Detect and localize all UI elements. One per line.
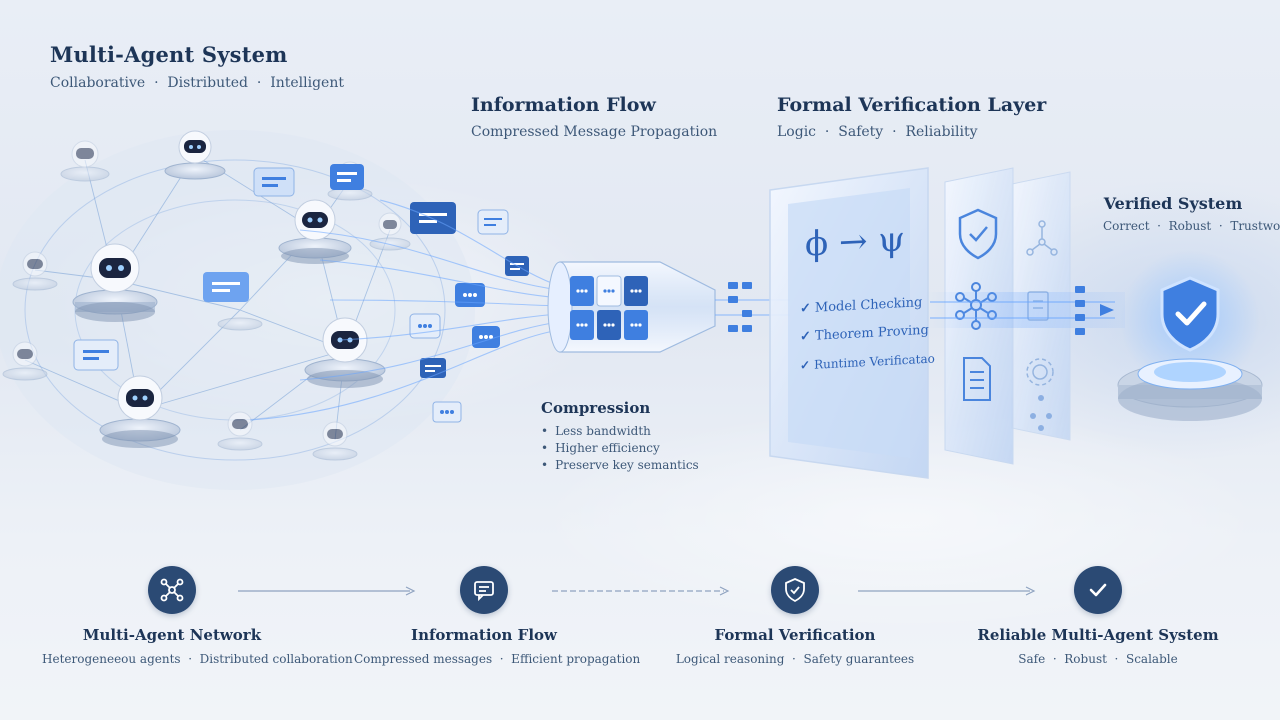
pipeline-step-reliable-system: Reliable Multi-Agent System Safe · Robus… [968, 566, 1228, 666]
robot-agent [312, 421, 358, 461]
pipeline-step-network: Multi-Agent Network Heterogeneeou agents… [42, 566, 353, 666]
robot-agent [72, 243, 158, 322]
gear-icon [1026, 358, 1054, 386]
agent-robots [2, 130, 411, 461]
panel-icons [955, 208, 1058, 401]
check-label: Theorem Proving [814, 322, 929, 344]
robot-agent [2, 341, 48, 381]
message-streams [249, 199, 561, 421]
network-icon [148, 566, 196, 614]
information-flow-heading: Information Flow Compressed Message Prop… [471, 94, 717, 140]
robot-agent [217, 411, 263, 451]
verified-system-heading: Verified System Correct · Robust · Trust… [1103, 194, 1280, 233]
document-icon [963, 357, 991, 401]
list-item: Preserve key semantics [541, 457, 699, 474]
compression-list: Less bandwidth Higher efficiency Preserv… [541, 423, 699, 474]
compression-title: Compression [541, 399, 651, 417]
multi-agent-system-heading: Multi-Agent System Collaborative · Distr… [50, 42, 344, 91]
logic-formula: ϕ → ψ [805, 219, 905, 265]
pipeline-arrow [238, 586, 418, 596]
section-title: Multi-Agent System [50, 42, 288, 67]
shield-check-icon [1160, 276, 1220, 352]
step-label: Formal Verification [714, 626, 876, 644]
compressor-tube [547, 261, 716, 353]
step-label: Multi-Agent Network [82, 626, 262, 644]
pipeline-step-information-flow: Information Flow Compressed messages · E… [354, 566, 641, 666]
pipeline-step-formal-verification: Formal Verification Logical reasoning · … [665, 566, 925, 666]
step-description: Safe · Robust · Scalable [1018, 652, 1178, 666]
robot-agent [217, 317, 263, 331]
verified-system-pedestal [1117, 250, 1263, 421]
section-subtitle: Compressed Message Propagation [471, 124, 718, 140]
step-description: Compressed messages · Efficient propagat… [354, 652, 641, 666]
robot-agent [99, 375, 181, 448]
robot-agent [164, 130, 226, 180]
checkmark-icon: ✓ [800, 300, 811, 317]
message-icon [460, 566, 508, 614]
verified-beams [925, 286, 1125, 335]
verification-checklist: ✓Model Checking ✓Theorem Proving ✓Runtim… [800, 288, 935, 379]
section-subtitle: Logic · Safety · Reliability [777, 124, 978, 140]
section-subtitle: Correct · Robust · Trustworthy [1103, 219, 1280, 233]
list-item: Higher efficiency [541, 440, 699, 457]
check-label: Model Checking [814, 295, 923, 316]
checkmark-icon: ✓ [800, 358, 811, 373]
check-icon [1074, 566, 1122, 614]
list-item: Less bandwidth [541, 423, 699, 440]
shield-check-icon [771, 566, 819, 614]
message-bubbles [73, 164, 529, 423]
checkmark-icon: ✓ [800, 328, 811, 345]
check-label: Runtime Verificatao [814, 351, 935, 372]
step-label: Reliable Multi-Agent System [977, 626, 1219, 644]
section-title: Formal Verification Layer [777, 94, 1047, 116]
step-description: Logical reasoning · Safety guarantees [675, 652, 915, 666]
graph-icon [1026, 220, 1058, 256]
section-title: Information Flow [471, 94, 656, 116]
robot-agent [12, 251, 58, 291]
step-description: Heterogeneeou agents · Distributed colla… [42, 652, 353, 666]
robot-agent [60, 140, 110, 182]
step-label: Information Flow [411, 626, 557, 644]
shield-icon [958, 208, 998, 260]
pipeline-arrow [552, 586, 732, 596]
section-title: Verified System [1103, 194, 1243, 213]
section-subtitle: Collaborative · Distributed · Intelligen… [50, 75, 344, 91]
pipeline-arrow [858, 586, 1038, 596]
compression-note: Compression Less bandwidth Higher effici… [541, 399, 699, 474]
formal-verification-heading: Formal Verification Layer Logic · Safety… [777, 94, 1046, 140]
